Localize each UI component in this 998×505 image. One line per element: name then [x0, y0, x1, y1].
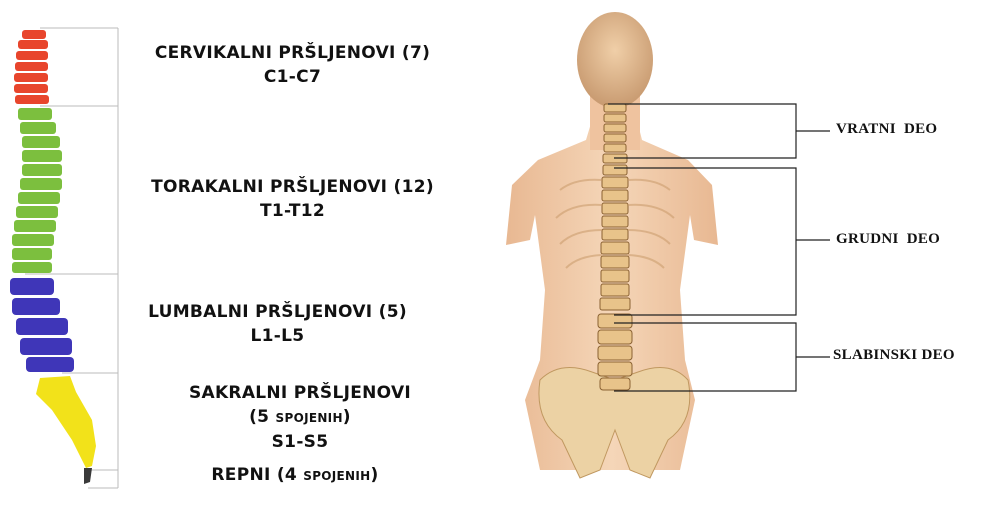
lumbar-range: L1-L5	[115, 324, 440, 348]
lumbar-vertebrae	[10, 278, 74, 372]
thoracic-vertebrae	[12, 108, 62, 273]
neck-region-label: VRATNI DEO	[836, 121, 937, 138]
sacral-fused: (5 SPOJENIH)	[150, 405, 450, 430]
cervical-label: CERVIKALNI PRŠLJENOVI (7) C1-C7	[120, 41, 465, 89]
cervical-range: C1-C7	[120, 65, 465, 89]
chest-region-label: GRUDNI DEO	[836, 231, 940, 248]
thoracic-name: TORAKALNI PRŠLJENOVI (12)	[120, 175, 465, 199]
thoracic-label: TORAKALNI PRŠLJENOVI (12) T1-T12	[120, 175, 465, 223]
spine-color-illustration	[0, 0, 130, 505]
cervical-name: CERVIKALNI PRŠLJENOVI (7)	[120, 41, 465, 65]
coccyx-label: REPNI (4 SPOJENIH)	[150, 463, 440, 488]
sacral-range: S1-S5	[150, 430, 450, 454]
lumbar-region-label: SLABINSKI DEO	[833, 347, 955, 364]
region-brackets	[600, 95, 840, 405]
sacral-name: SAKRALNI PRŠLJENOVI	[150, 381, 450, 405]
head	[577, 12, 653, 108]
coccyx	[84, 468, 92, 484]
thoracic-range: T1-T12	[120, 199, 465, 223]
lumbar-name: LUMBALNI PRŠLJENOVI (5)	[115, 300, 440, 324]
sacral-label: SAKRALNI PRŠLJENOVI (5 SPOJENIH) S1-S5	[150, 381, 450, 454]
cervical-vertebrae	[14, 30, 49, 104]
lumbar-label: LUMBALNI PRŠLJENOVI (5) L1-L5	[115, 300, 440, 348]
sacrum	[36, 376, 96, 468]
